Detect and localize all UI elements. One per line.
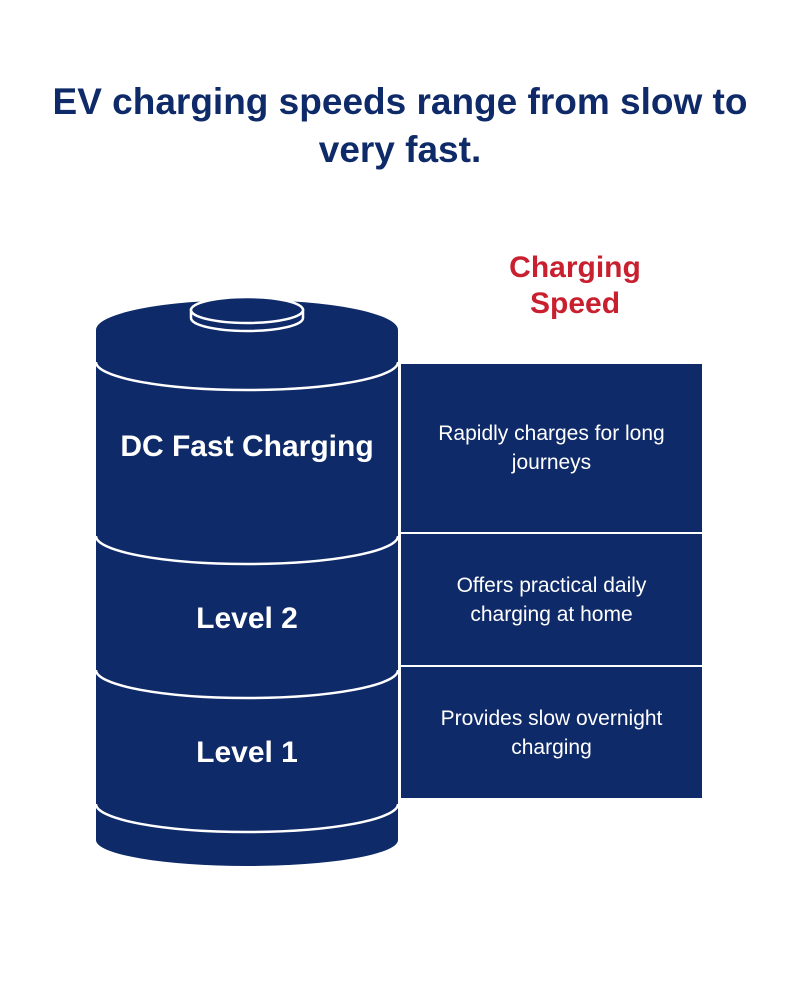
battery-ring-1: [94, 361, 400, 392]
description-box-level-1: Provides slow overnight charging: [401, 667, 702, 798]
level-label-level-2: Level 2: [196, 602, 298, 635]
description-box-dc-fast: Rapidly charges for long journeys: [401, 364, 702, 532]
battery-body: [96, 330, 398, 866]
level-label-dc-fast: DC Fast Charging: [120, 430, 374, 463]
battery-ring-2: [94, 535, 400, 566]
battery-ring-4: [94, 803, 400, 834]
battery-terminal-top: [189, 295, 305, 325]
description-text: Offers practical daily charging at home: [456, 573, 647, 626]
description-box-level-2: Offers practical daily charging at home: [401, 534, 702, 665]
level-label-level-1: Level 1: [196, 736, 298, 769]
description-text: Provides slow overnight charging: [440, 706, 663, 759]
page-title: EV charging speeds range from slow to ve…: [52, 81, 748, 170]
battery-ring-3: [94, 669, 400, 700]
description-text: Rapidly charges for long journeys: [438, 422, 665, 474]
charging-speed-label: Charging Speed: [509, 251, 641, 320]
